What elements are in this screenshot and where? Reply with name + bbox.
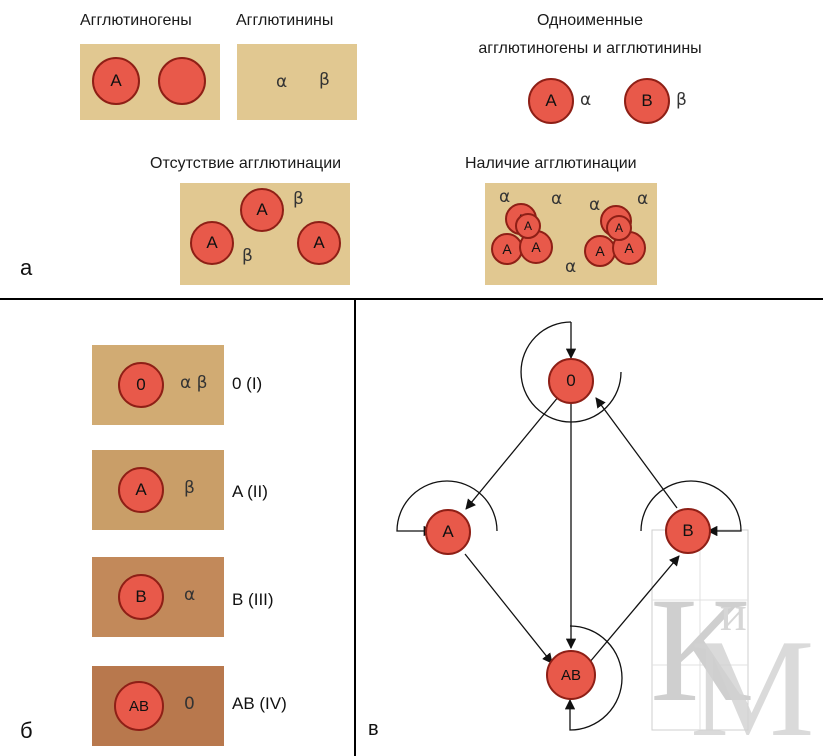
no-agg-cell: A [297, 221, 341, 265]
agglutinogen-a-cell: A [92, 57, 140, 105]
group-agglutinins: 0 [184, 694, 195, 714]
group-antigen-cell: AB [114, 681, 164, 731]
no-agglutination-box: A A A β β [180, 183, 350, 285]
agglutinin-alpha: α [276, 72, 288, 92]
node-ab: AB [546, 650, 596, 700]
section-a-letter: а [20, 255, 33, 280]
section-b-letter: б [20, 718, 33, 743]
agg-alpha: α [551, 189, 563, 209]
agg-alpha: α [589, 195, 601, 215]
same-name-title-line1: Одноименные [536, 12, 644, 29]
group-box-1: A β [92, 450, 224, 530]
agg-cell: A [606, 215, 632, 241]
agglutinogens-title: Агглютиногены [80, 12, 192, 29]
agg-alpha: α [565, 257, 577, 277]
agglutinins-box: α β [237, 44, 357, 120]
group-name: B (III) [232, 590, 274, 609]
self-loop-b [640, 480, 742, 537]
edge-0-a [465, 395, 560, 510]
agg-alpha: α [637, 189, 649, 209]
agg-cell: A [515, 213, 541, 239]
node-b: B [665, 508, 711, 554]
edge-a-ab [464, 553, 553, 664]
same-name-title-line2: агглютиногены и агглютинины [478, 40, 702, 57]
agglutinogens-box: A [80, 44, 220, 120]
pair-a-cell: A [528, 78, 574, 124]
group-name: 0 (I) [232, 374, 263, 393]
self-loop-a [396, 480, 498, 537]
group-agglutinins: α β [180, 373, 208, 393]
section-v-letter: в [368, 718, 379, 740]
group-agglutinins: β [184, 478, 195, 498]
vertical-divider [354, 299, 356, 756]
group-box-0: 0 α β [92, 345, 224, 425]
no-agg-cell: A [240, 188, 284, 232]
agglutination-title: Наличие агглютинации [465, 155, 637, 172]
node-0: 0 [548, 358, 594, 404]
edge-b-0 [595, 397, 678, 509]
group-antigen-cell: 0 [118, 362, 164, 408]
no-agg-cell: A [190, 221, 234, 265]
group-box-3: AB 0 [92, 666, 224, 746]
agglutination-box: A A A A A A A A α α α α α [485, 183, 657, 285]
horizontal-divider [0, 298, 823, 300]
no-agg-beta: β [293, 189, 304, 209]
self-loop-0 [520, 321, 572, 423]
agglutinins-title: Агглютинины [236, 12, 334, 29]
group-agglutinins: α [184, 585, 196, 605]
agg-alpha: α [499, 187, 511, 207]
group-box-2: B α [92, 557, 224, 637]
pair-a-greek: α [580, 90, 592, 110]
edge-ab-b [588, 555, 680, 664]
pair-b-cell: B [624, 78, 670, 124]
group-name: A (II) [232, 482, 268, 501]
self-loop-ab [564, 625, 623, 731]
group-antigen-cell: A [118, 467, 164, 513]
group-name: AB (IV) [232, 694, 287, 713]
node-a: A [425, 509, 471, 555]
no-agglutination-title: Отсутствие агглютинации [150, 155, 342, 172]
agglutinin-beta: β [319, 70, 330, 90]
pair-b-greek: β [676, 90, 687, 110]
no-agg-beta: β [242, 246, 253, 266]
agglutinogen-blank-cell [158, 57, 206, 105]
group-antigen-cell: B [118, 574, 164, 620]
